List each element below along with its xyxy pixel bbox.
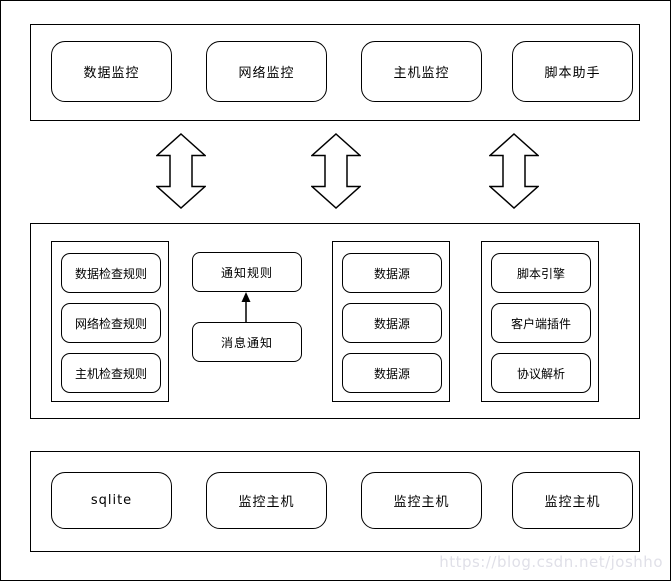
node-network-check-rule: 网络检查规则 xyxy=(61,303,161,343)
bidirectional-arrow-icon xyxy=(489,133,539,209)
node-notification-rule: 通知规则 xyxy=(192,252,302,292)
csdn-watermark: https://blog.csdn.net/joshho xyxy=(439,553,663,571)
node-client-plugin: 客户端插件 xyxy=(491,303,591,343)
node-data-monitoring: 数据监控 xyxy=(51,41,172,102)
node-script-engine: 脚本引擎 xyxy=(491,253,591,293)
node-monitored-host: 监控主机 xyxy=(512,472,633,529)
node-network-monitoring: 网络监控 xyxy=(206,41,327,102)
node-script-assistant: 脚本助手 xyxy=(512,41,633,102)
node-data-source: 数据源 xyxy=(342,353,442,393)
bidirectional-arrow-icon xyxy=(156,133,206,209)
script-engine-group: 脚本引擎 客户端插件 协议解析 xyxy=(481,241,599,402)
bottom-layer-panel: sqlite 监控主机 监控主机 监控主机 xyxy=(30,451,640,552)
node-monitored-host: 监控主机 xyxy=(206,472,327,529)
node-monitored-host: 监控主机 xyxy=(361,472,482,529)
top-layer-panel: 数据监控 网络监控 主机监控 脚本助手 xyxy=(30,24,640,121)
up-arrow-icon xyxy=(241,292,251,322)
middle-layer-panel: 数据检查规则 网络检查规则 主机检查规则 通知规则 消息通知 数据源 数据源 数… xyxy=(30,223,640,419)
node-protocol-parse: 协议解析 xyxy=(491,353,591,393)
node-message-notification: 消息通知 xyxy=(192,322,302,362)
check-rules-group: 数据检查规则 网络检查规则 主机检查规则 xyxy=(51,241,169,402)
node-data-source: 数据源 xyxy=(342,303,442,343)
node-sqlite: sqlite xyxy=(51,472,172,529)
bidirectional-arrow-icon xyxy=(311,133,361,209)
node-host-monitoring: 主机监控 xyxy=(361,41,482,102)
node-host-check-rule: 主机检查规则 xyxy=(61,353,161,393)
data-source-group: 数据源 数据源 数据源 xyxy=(332,241,450,402)
node-data-source: 数据源 xyxy=(342,253,442,293)
node-data-check-rule: 数据检查规则 xyxy=(61,253,161,293)
